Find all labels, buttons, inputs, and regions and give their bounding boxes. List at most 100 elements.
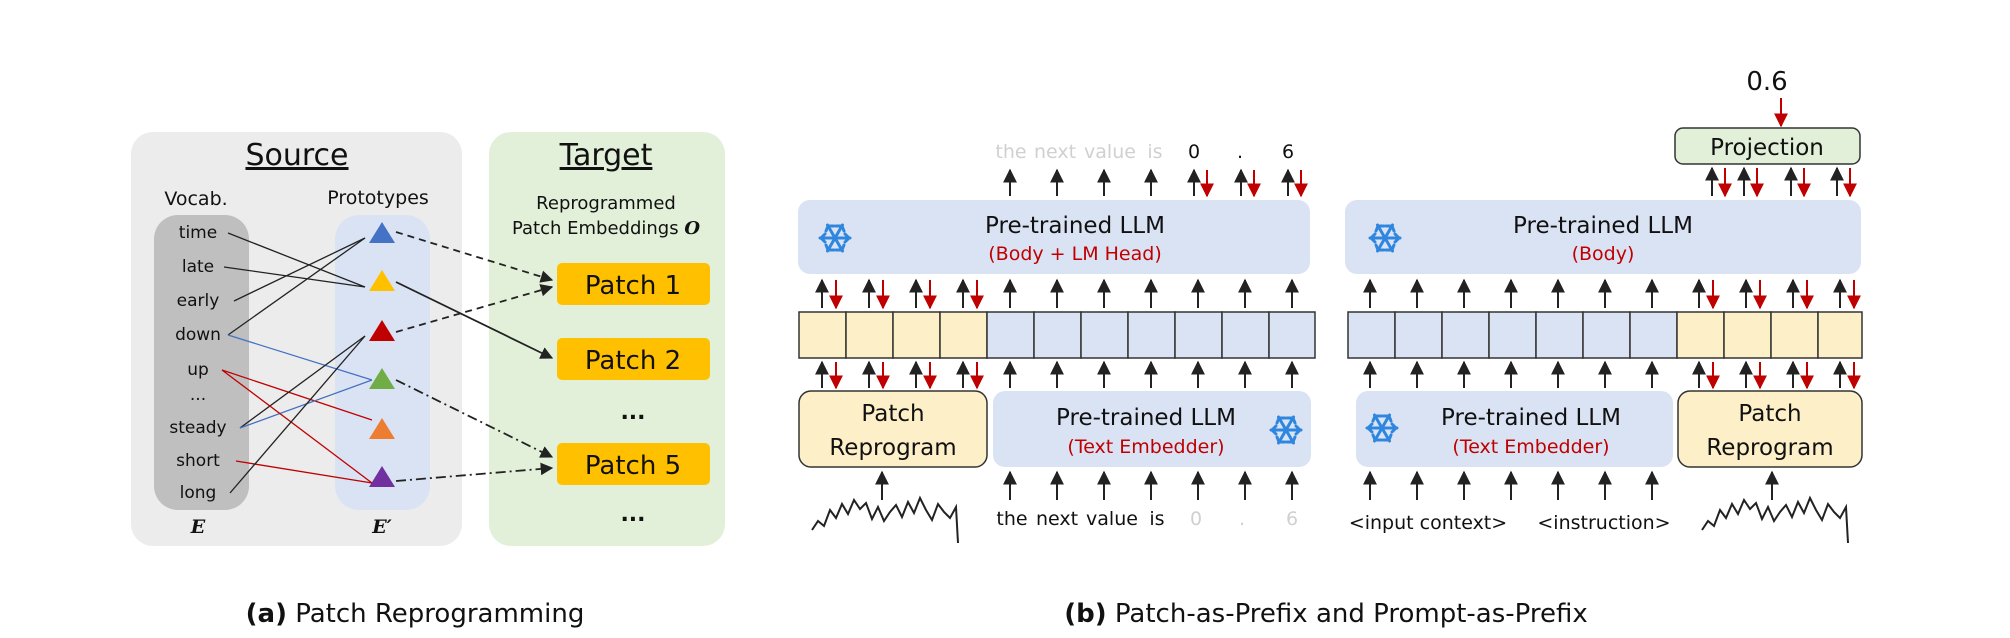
- embedder-title: Pre-trained LLM: [1441, 405, 1621, 431]
- input-arrows: [875, 470, 1299, 500]
- vocab-header: Vocab.: [164, 188, 227, 210]
- llm-body-box: [1345, 200, 1861, 274]
- output-token-faded: value: [1084, 141, 1136, 163]
- patch-reprogram-line1: Patch: [1738, 401, 1801, 427]
- mid-arrows-lower: [815, 360, 1299, 390]
- caption-b-text: Patch-as-Prefix and Prompt-as-Prefix: [1107, 599, 1588, 629]
- vocab-word: down: [175, 325, 221, 345]
- caption-b: (b) Patch-as-Prefix and Prompt-as-Prefix: [1064, 599, 1587, 629]
- llm-body-lm-head-box: [798, 200, 1310, 274]
- embedder-subtitle: (Text Embedder): [1452, 436, 1609, 458]
- patch-label: Patch 1: [585, 271, 681, 301]
- prototype-triangle-green: [369, 368, 395, 389]
- embedding-cell-text: [1394, 311, 1443, 359]
- projection-arrows: [1705, 166, 1857, 198]
- patch-list: Patch 1 Patch 2 ... Patch 5 ...: [557, 263, 710, 527]
- target-header-line1: Reprogrammed: [536, 193, 676, 214]
- input-token-faded: 6: [1286, 508, 1298, 530]
- embedding-cell-patch: [1723, 311, 1772, 359]
- patch-reprogram-box: [798, 390, 988, 468]
- embedding-cell-patch: [1817, 311, 1863, 359]
- prototype-patch-links: [395, 231, 554, 482]
- embedding-cell-text: [1080, 311, 1129, 359]
- llm-subtitle: (Body): [1572, 243, 1635, 265]
- top-output-arrows: [1003, 168, 1308, 198]
- prototype-triangle-orange: [369, 418, 395, 439]
- embedding-cell-text: [1441, 311, 1490, 359]
- embedding-cell-patch: [892, 311, 941, 359]
- panel-b-right: 0.6 Projection Pre-trained LLM (Body): [1345, 67, 1863, 544]
- prototype-triangle-red: [369, 320, 395, 341]
- embedding-cell-text: [1268, 311, 1316, 359]
- input-token: next: [1036, 508, 1078, 530]
- projection-label: Projection: [1710, 135, 1824, 161]
- prototype-symbol: E′: [371, 516, 392, 538]
- token-embedding-row: [798, 311, 1316, 359]
- input-token: the: [996, 508, 1027, 530]
- target-header-line2: Patch Embeddings O: [512, 218, 700, 239]
- embedding-cell-text: [1174, 311, 1223, 359]
- embedder-title: Pre-trained LLM: [1056, 405, 1236, 431]
- output-token: 6: [1282, 141, 1294, 163]
- instruction-label: <instruction>: [1537, 512, 1670, 534]
- prototype-triangle-purple: [369, 466, 395, 487]
- caption-a-bold: (a): [246, 599, 287, 629]
- input-context-label: <input context>: [1349, 512, 1507, 534]
- embedding-cell-text: [1127, 311, 1176, 359]
- patch-reprogram-line2: Reprogram: [829, 435, 956, 461]
- input-token: value: [1086, 508, 1138, 530]
- vocab-prototype-links: [221, 232, 373, 494]
- llm-title: Pre-trained LLM: [985, 213, 1165, 239]
- caption-a: (a) Patch Reprogramming: [246, 599, 585, 629]
- output-token-faded: the: [995, 141, 1026, 163]
- input-token-faded: 0: [1190, 508, 1202, 530]
- vocab-word: early: [177, 291, 220, 311]
- output-token-faded: next: [1034, 141, 1076, 163]
- time-series-waveform: [1701, 495, 1849, 544]
- vocab-word: up: [187, 360, 209, 380]
- vocab-symbol: E: [190, 516, 206, 538]
- patch-box: [557, 263, 710, 305]
- time-series-waveform: [811, 495, 959, 544]
- embedding-cell-text: [1221, 311, 1270, 359]
- embedding-cell-patch: [1770, 311, 1819, 359]
- patch-label: Patch 2: [585, 346, 681, 376]
- prototype-triangles: [369, 222, 395, 487]
- token-embedding-row: [1347, 311, 1863, 359]
- embedding-cell-text: [1535, 311, 1584, 359]
- embedding-cell-text: [986, 311, 1035, 359]
- vocab-column: [154, 215, 249, 510]
- mid-arrows-upper: [1363, 278, 1861, 310]
- embedding-cell-text: [1629, 311, 1678, 359]
- mid-arrows-upper: [815, 278, 1299, 310]
- embedding-cell-patch: [1676, 311, 1725, 359]
- patch-reprogram-line1: Patch: [861, 401, 924, 427]
- source-title: Source: [245, 138, 348, 173]
- patch-reprogram-line2: Reprogram: [1706, 435, 1833, 461]
- embedding-cell-text: [1488, 311, 1537, 359]
- patch-ellipsis: ...: [620, 502, 645, 527]
- caption-b-bold: (b): [1064, 599, 1106, 629]
- prototype-triangle-blue: [369, 222, 395, 243]
- output-value: 0.6: [1746, 67, 1787, 97]
- embedding-cell-patch: [939, 311, 988, 359]
- input-token-faded: .: [1239, 508, 1245, 530]
- embedding-cell-text: [1347, 311, 1396, 359]
- caption-a-text: Patch Reprogramming: [287, 599, 584, 629]
- vocab-word: late: [182, 257, 214, 277]
- target-header-line2-text: Patch Embeddings: [512, 218, 679, 239]
- vocab-word: long: [180, 483, 217, 503]
- llm-subtitle: (Body + LM Head): [988, 243, 1162, 265]
- patch-reprogram-box: [1677, 390, 1863, 468]
- embedding-cell-text: [1582, 311, 1631, 359]
- input-token: is: [1149, 508, 1164, 530]
- patch-label: Patch 5: [585, 451, 681, 481]
- prototype-triangle-yellow: [369, 270, 395, 291]
- vocab-word: steady: [169, 418, 226, 438]
- output-token: .: [1237, 141, 1243, 163]
- target-title: Target: [559, 138, 653, 173]
- panel-a: Source Target Vocab. Prototypes time lat…: [131, 132, 725, 629]
- patch-ellipsis: ...: [620, 400, 645, 425]
- output-token-faded: is: [1147, 141, 1162, 163]
- llm-title: Pre-trained LLM: [1513, 213, 1693, 239]
